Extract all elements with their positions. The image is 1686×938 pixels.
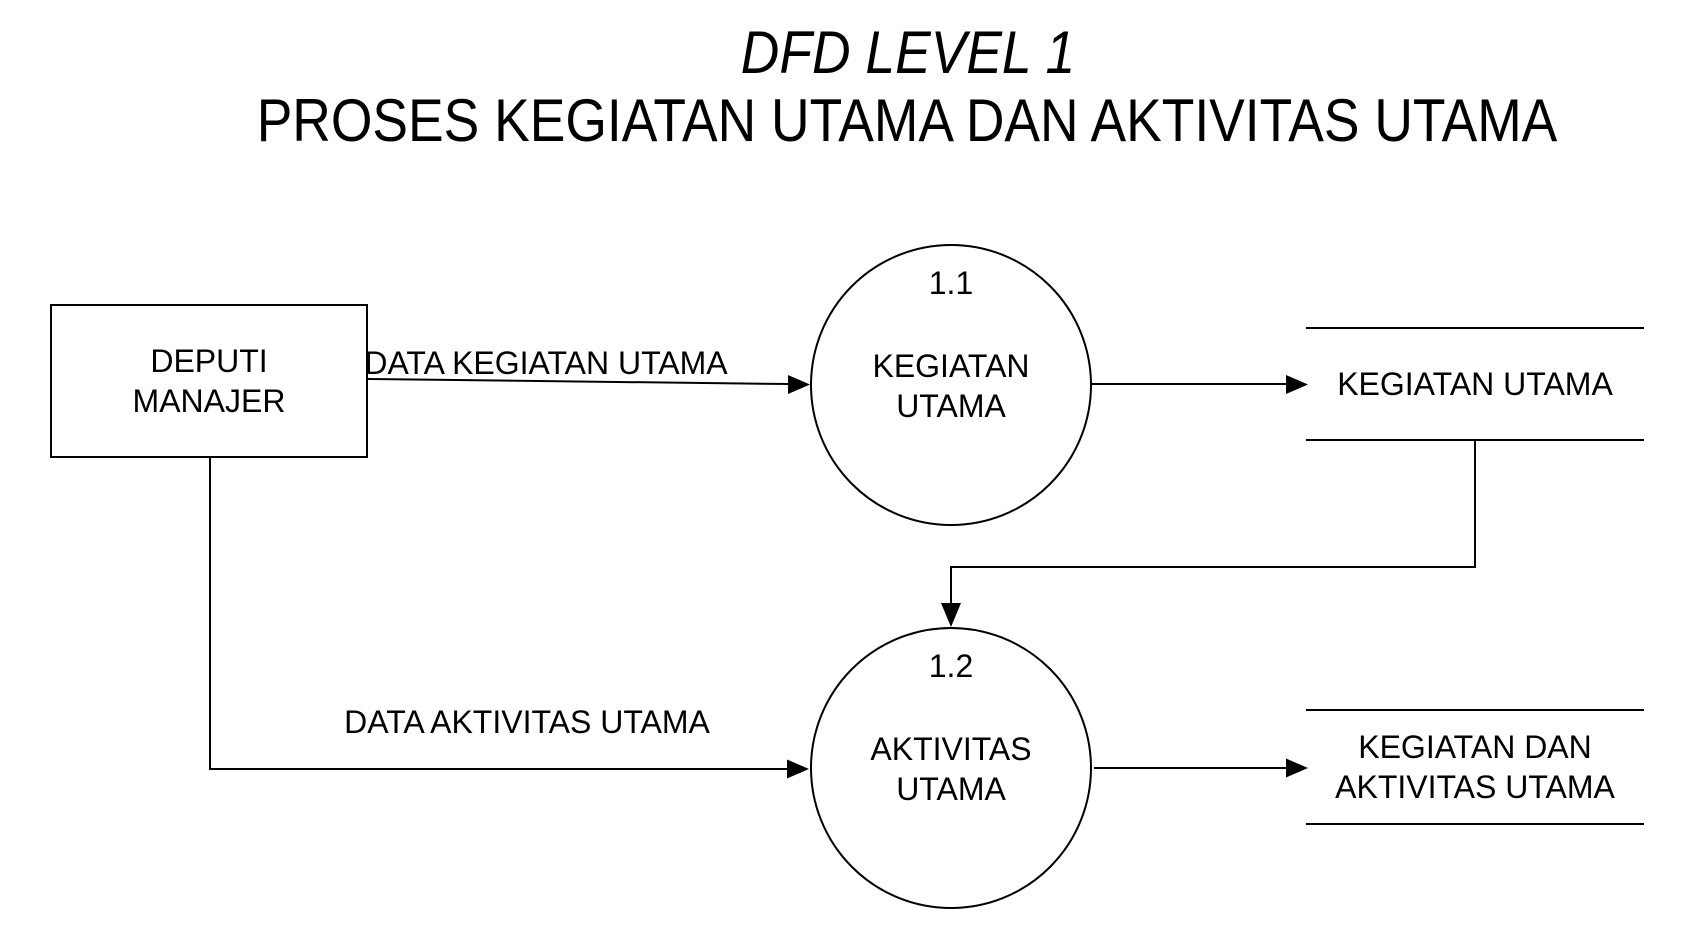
data-store-kegiatan-dan-aktivitas-utama: KEGIATAN DAN AKTIVITAS UTAMA [1306, 709, 1644, 825]
flow-label-data-kegiatan-utama: DATA KEGIATAN UTAMA [364, 345, 728, 381]
flow-label-data-aktivitas-utama: DATA AKTIVITAS UTAMA [344, 704, 710, 740]
arrowhead-into-process-1-1 [788, 375, 810, 394]
process-1-2-aktivitas-utama: 1.2 AKTIVITAS UTAMA [810, 627, 1092, 909]
process-1-2-number: 1.2 [928, 648, 974, 684]
arrowhead-into-process-1-2-left [787, 759, 809, 779]
external-entity-deputi-manajer: DEPUTI MANAJER [50, 304, 368, 458]
arrowhead-into-process-1-2-top [941, 603, 961, 627]
data-store-kegiatan-utama: KEGIATAN UTAMA [1306, 327, 1644, 441]
process-1-2-name: AKTIVITAS UTAMA [870, 731, 1032, 807]
process-1-1-name: KEGIATAN UTAMA [872, 348, 1030, 424]
arrowhead-into-store-kegiatan-utama [1286, 375, 1308, 394]
diagram-title-level: DFD LEVEL 1 [740, 19, 1076, 86]
process-1-1-kegiatan-utama: 1.1 KEGIATAN UTAMA [810, 244, 1092, 526]
arrowhead-into-store-kegiatan-dan-aktivitas [1286, 758, 1308, 778]
process-1-1-number: 1.1 [928, 265, 974, 301]
diagram-title-process: PROSES KEGIATAN UTAMA DAN AKTIVITAS UTAM… [256, 87, 1558, 154]
